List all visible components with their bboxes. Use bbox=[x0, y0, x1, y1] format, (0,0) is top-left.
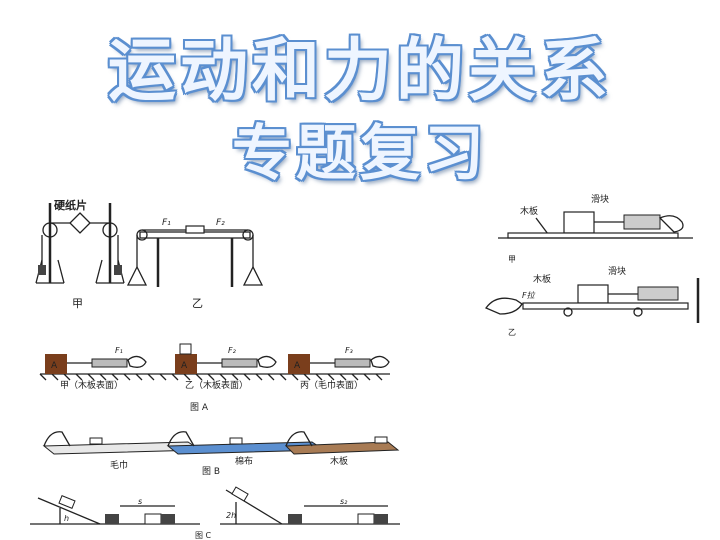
block-label-3: A bbox=[294, 361, 301, 371]
block bbox=[185, 225, 205, 234]
cart bbox=[58, 495, 76, 509]
figure-c-title: 图 C bbox=[195, 531, 212, 540]
distance-s: s bbox=[138, 497, 142, 506]
spring-scale bbox=[334, 358, 371, 368]
block bbox=[105, 514, 119, 524]
slider-label-bottom: 滑块 bbox=[608, 265, 626, 277]
distance-s2: s₂ bbox=[340, 497, 348, 506]
block-a bbox=[288, 354, 310, 374]
figure-b-title: 图 B bbox=[202, 466, 220, 477]
spring-scale bbox=[221, 358, 258, 368]
label-towel: 毛巾 bbox=[110, 459, 128, 471]
ramp bbox=[285, 431, 313, 447]
height-2h: 2h bbox=[226, 511, 236, 520]
block bbox=[144, 513, 162, 525]
hand-icon bbox=[127, 355, 147, 368]
caption-1: 甲（木板表面） bbox=[60, 379, 123, 391]
board-top bbox=[507, 232, 679, 239]
spring-scale-top bbox=[623, 214, 661, 230]
ramp-slope bbox=[37, 497, 101, 525]
card-label: 硬纸片 bbox=[54, 198, 87, 212]
block bbox=[161, 514, 175, 524]
block bbox=[374, 514, 388, 524]
force-pull-label: F拉 bbox=[522, 291, 536, 300]
force-f3: F₃ bbox=[345, 346, 353, 355]
block-label-2: A bbox=[181, 361, 188, 371]
spring-scale-bottom bbox=[637, 286, 679, 301]
block-a bbox=[45, 354, 67, 374]
figure-b-surfaces: 毛巾 棉布 图 B 木板 bbox=[42, 431, 400, 477]
slider-block-bottom bbox=[577, 284, 609, 304]
board-bottom bbox=[522, 302, 689, 310]
hand-icon bbox=[257, 355, 277, 368]
block-a bbox=[175, 354, 197, 374]
force-f1: F₁ bbox=[115, 346, 123, 355]
title-line-2: 专题复习 bbox=[232, 119, 488, 189]
label-cotton: 棉布 bbox=[235, 455, 253, 467]
slider-label-top: 滑块 bbox=[591, 193, 609, 205]
figure-a-friction: A F₁ A F₂ A F₃ 甲（木板表面） 乙（木板表面） 丙（毛巾表面） 图… bbox=[39, 343, 390, 413]
label-jia-2: 甲 bbox=[508, 255, 516, 264]
weight bbox=[179, 343, 192, 355]
paper-card bbox=[69, 212, 91, 234]
spring-scale bbox=[91, 358, 128, 368]
block bbox=[288, 514, 302, 524]
block-label-1: A bbox=[51, 361, 58, 371]
ramp bbox=[43, 431, 71, 447]
title-line-1: 运动和力的关系 bbox=[107, 32, 612, 111]
height-h: h bbox=[64, 514, 69, 523]
board-label-bottom: 木板 bbox=[533, 273, 551, 285]
cart bbox=[89, 437, 103, 445]
caption-2: 乙（木板表面） bbox=[185, 379, 248, 391]
slider-block-top bbox=[563, 211, 595, 234]
label-yi-2: 乙 bbox=[508, 328, 516, 337]
label-jia: 甲 bbox=[72, 297, 83, 310]
figure-c-ramps: h s 2h s₂ 图 C bbox=[30, 486, 400, 540]
hand-icon bbox=[485, 297, 523, 315]
figure-pulley-experiment: 硬纸片 甲 F₁ F₂ 乙 bbox=[35, 198, 264, 310]
force-f1-label: F₁ bbox=[162, 218, 171, 228]
cart bbox=[231, 486, 249, 502]
cart bbox=[374, 436, 388, 444]
figure-a-title: 图 A bbox=[190, 402, 209, 413]
cart bbox=[229, 437, 243, 445]
board-label-top: 木板 bbox=[520, 205, 538, 217]
caption-3: 丙（毛巾表面） bbox=[300, 379, 363, 391]
hand-icon bbox=[658, 215, 684, 233]
hand-icon bbox=[370, 355, 390, 368]
block bbox=[357, 513, 375, 525]
figure-slider-board: 木板 滑块 甲 木板 滑块 F拉 乙 bbox=[485, 193, 700, 337]
force-f2: F₂ bbox=[228, 346, 237, 355]
label-wood: 木板 bbox=[330, 455, 348, 467]
ramp bbox=[167, 431, 195, 447]
force-f2-label: F₂ bbox=[216, 218, 225, 228]
label-yi: 乙 bbox=[192, 297, 203, 310]
